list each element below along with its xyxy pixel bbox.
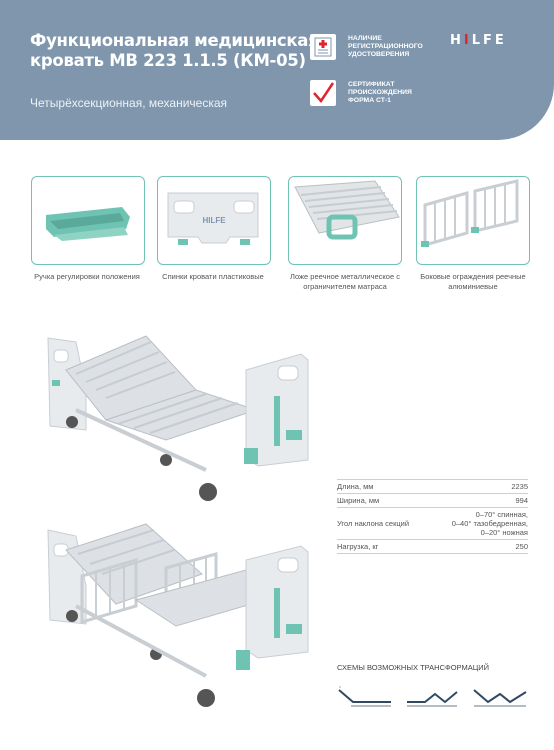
frame-image <box>294 180 400 240</box>
schemes-title: СХЕМЫ ВОЗМОЖНЫХ ТРАНСФОРМАЦИЙ <box>337 663 490 672</box>
feature-card-frame <box>288 176 402 265</box>
document-cross-icon <box>310 34 336 60</box>
cert-registration: НАЛИЧИЕ РЕГИСТРАЦИОННОГО УДОСТОВЕРЕНИЯ <box>310 34 428 60</box>
feature-card-rails <box>416 176 530 265</box>
header-banner: Функциональная медицинская кровать МВ 22… <box>0 0 554 140</box>
spec-label: Длина, мм <box>337 482 374 491</box>
spec-value: 0–70° спинная, 0–40° тазобедренная, 0–20… <box>451 510 528 537</box>
scheme-3-icon <box>473 689 527 707</box>
bed-photo-raised <box>46 330 314 520</box>
title-line-2: кровать МВ 223 1.1.5 (КМ-05) <box>30 51 306 70</box>
spec-row: Нагрузка, кг 250 <box>337 540 528 554</box>
specs-table: Длина, мм 2235 Ширина, мм 994 Угол накло… <box>337 479 528 554</box>
subtitle: Четырёхсекционная, механическая <box>30 96 228 110</box>
brand-lfe: LFE <box>471 33 507 48</box>
feature-card-headboard: HILFE <box>157 176 271 265</box>
cert-origin: СЕРТИФИКАТ ПРОИСХОЖДЕНИЯ ФОРМА СТ-1 <box>310 80 428 106</box>
handle-image <box>46 207 130 241</box>
scheme-1-icon: ° <box>338 686 391 707</box>
spec-label: Ширина, мм <box>337 496 380 505</box>
feature-caption-3: Ложе реечное металлическое с ограничител… <box>290 272 400 291</box>
checkmark-icon <box>310 80 336 106</box>
cert-origin-text: СЕРТИФИКАТ ПРОИСХОЖДЕНИЯ ФОРМА СТ-1 <box>348 81 412 104</box>
page-title: Функциональная медицинская кровать МВ 22… <box>30 31 319 71</box>
feature-caption-4: Боковые ограждения реечные алюминиевые <box>420 272 526 291</box>
headboard-logo: HILFE <box>202 216 226 225</box>
spec-row: Угол наклона секций 0–70° спинная, 0–40°… <box>337 508 528 540</box>
spec-label: Нагрузка, кг <box>337 542 379 551</box>
feature-caption-1: Ручка регулировки положения <box>34 272 140 281</box>
svg-text:°: ° <box>339 686 341 692</box>
feature-card-handle <box>31 176 145 265</box>
rails-image <box>421 179 519 247</box>
spec-value: 250 <box>515 542 528 551</box>
feature-caption-2: Спинки кровати пластиковые <box>162 272 264 281</box>
title-line-1: Функциональная медицинская <box>30 31 319 50</box>
headboard-image: HILFE <box>167 192 259 245</box>
spec-row: Ширина, мм 994 <box>337 494 528 508</box>
spec-value: 2235 <box>511 482 528 491</box>
bed-photo-rails <box>46 520 314 715</box>
brand-logo: HILFE <box>450 33 507 48</box>
brand-i: I <box>463 33 472 48</box>
spec-label: Угол наклона секций <box>337 519 410 528</box>
spec-value: 994 <box>515 496 528 505</box>
spec-row: Длина, мм 2235 <box>337 479 528 494</box>
scheme-2-icon <box>407 691 458 707</box>
brand-h: H <box>450 33 464 48</box>
cert-registration-text: НАЛИЧИЕ РЕГИСТРАЦИОННОГО УДОСТОВЕРЕНИЯ <box>348 35 423 58</box>
